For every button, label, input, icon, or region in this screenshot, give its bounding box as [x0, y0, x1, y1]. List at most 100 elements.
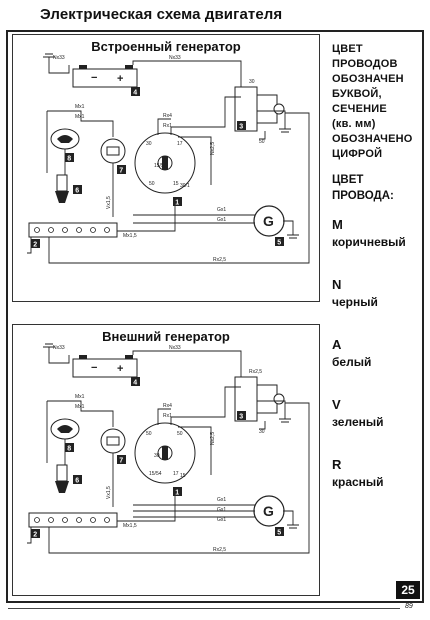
- wire-label: 15/54: [154, 163, 167, 169]
- wire-label: 17: [173, 471, 179, 477]
- wire-label: Gx1: [217, 517, 226, 523]
- component-number-box: [73, 475, 82, 484]
- component-number: 4: [133, 89, 137, 96]
- wire-label: Rx4: [163, 113, 172, 119]
- component-number: 7: [119, 167, 123, 174]
- page-frame: [6, 30, 424, 603]
- component-number-box: [73, 185, 82, 194]
- wire: [47, 400, 114, 427]
- wire-label: Mx1: [75, 404, 85, 410]
- wire-label: 50: [177, 431, 183, 437]
- wire-label: Rx2,5: [249, 369, 262, 375]
- wire-label: 15/54: [149, 471, 162, 477]
- connector-pin: [104, 517, 110, 523]
- wire-label: 15: [180, 473, 186, 479]
- connector-pin: [34, 227, 40, 233]
- component-number: 3: [239, 413, 243, 420]
- component-number-box: [131, 377, 140, 386]
- wire: [283, 510, 294, 525]
- oil-sensor-thread: [55, 481, 69, 493]
- wire-label: Gx1: [217, 207, 226, 213]
- generator-symbol: G: [263, 213, 274, 229]
- wire: [259, 421, 266, 430]
- wire-label: 50: [259, 139, 265, 145]
- wire-label: Nx33: [169, 345, 181, 351]
- panel-title: Внешний генератор: [102, 329, 230, 344]
- component-number: 1: [175, 199, 179, 206]
- wire-label: Nx33: [53, 55, 65, 61]
- wire-label: Nx2,5: [210, 432, 216, 445]
- connector-pin: [62, 227, 68, 233]
- battery-plus: +: [117, 363, 123, 375]
- component-number-box: [31, 239, 40, 248]
- wire-label: 50: [149, 181, 155, 187]
- wire-label: 30: [259, 429, 265, 435]
- legend-subheading-line: ЦВЕТ: [332, 174, 364, 186]
- wire-label: Mx1: [75, 114, 85, 120]
- wire: [48, 347, 70, 364]
- connector-pin: [76, 517, 82, 523]
- legend-color-code: M: [332, 217, 343, 232]
- connector-pin: [62, 517, 68, 523]
- legend-heading-line: СЕЧЕНИЕ: [332, 103, 387, 115]
- battery-terminal: [125, 65, 133, 69]
- ignition-key-slot: [162, 156, 168, 170]
- wire-label: Mx1,5: [123, 523, 137, 529]
- wire-label: 30: [146, 141, 152, 147]
- component-number-box: [117, 455, 126, 464]
- starter-pinion: [273, 393, 285, 405]
- component-number: 2: [33, 531, 37, 538]
- wire: [27, 237, 32, 254]
- legend-color-code: N: [332, 277, 342, 292]
- wire-label: Mx1: [75, 394, 85, 400]
- oil-can-icon: [57, 135, 73, 143]
- legend-color-name: черный: [332, 295, 378, 309]
- component-number-box: [131, 87, 140, 96]
- wire-label: 30/1: [180, 183, 190, 189]
- legend-color-code: A: [332, 337, 342, 352]
- component-number: 1: [175, 489, 179, 496]
- battery-terminal: [125, 355, 133, 359]
- battery-lamp-icon: [106, 436, 120, 446]
- starter-pinion: [273, 103, 285, 115]
- wire-label: Rx4: [163, 403, 172, 409]
- ignition-key-slot: [162, 446, 168, 460]
- component-number: 6: [75, 477, 79, 484]
- wire-label: Nx33: [53, 345, 65, 351]
- wire-label: Vx1,5: [106, 486, 112, 499]
- wire-label: Rx2,5: [213, 547, 226, 553]
- page-number-badge: 25: [396, 581, 420, 599]
- connector-pin: [48, 517, 54, 523]
- component-number: 8: [67, 445, 71, 452]
- legend-color-code: V: [332, 397, 341, 412]
- component-number-box: [117, 165, 126, 174]
- component-number-box: [275, 237, 284, 246]
- component-number: 8: [67, 155, 71, 162]
- wire: [170, 386, 241, 425]
- connector-block: [28, 222, 118, 238]
- component-number: 5: [277, 529, 281, 536]
- wire: [178, 426, 212, 475]
- wire: [132, 60, 253, 90]
- footer-rule: [8, 608, 400, 609]
- generator-symbol: G: [263, 503, 274, 519]
- legend-heading-line: БУКВОЙ,: [332, 88, 382, 100]
- component-number-box: [237, 411, 246, 420]
- legend-color-name: красный: [332, 475, 384, 489]
- wire-label: 30: [154, 453, 160, 459]
- connector-pin: [76, 227, 82, 233]
- wire: [117, 489, 176, 522]
- wire-label: Gx1: [217, 217, 226, 223]
- wire: [132, 350, 253, 380]
- oil-sensor-thread: [55, 191, 69, 203]
- wire: [257, 400, 286, 419]
- legend-color-code: R: [332, 457, 342, 472]
